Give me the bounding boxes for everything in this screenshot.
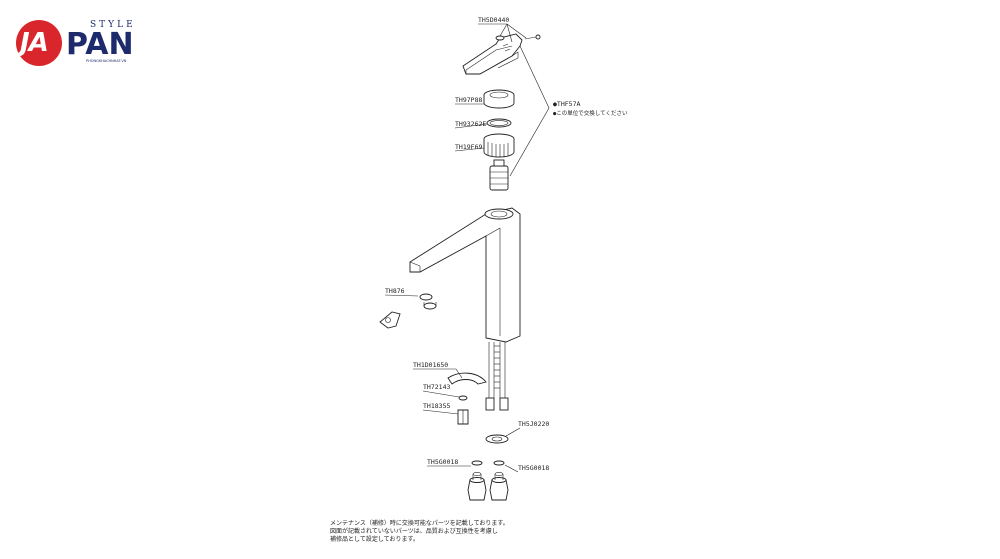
leader-lines: [384, 23, 550, 473]
label-th93262e: TH93262E: [455, 120, 486, 128]
label-th19f69: TH19F69: [455, 143, 482, 151]
fixing-plate-part: [485, 434, 509, 444]
o-ring-part: [486, 118, 512, 128]
footnote-line-2: 図面が記載されていないパーツは、品質および互換性を考慮し: [330, 527, 498, 535]
set-screw-part: [524, 34, 541, 40]
hose-washer-right-part: [493, 460, 505, 466]
hose-washer-left-part: [471, 460, 483, 466]
small-washer-part: [458, 395, 468, 401]
japan-style-logo: JA STYLE PAN PHONGKHACHNHAT.VN: [16, 20, 136, 66]
label-th72143: TH72143: [423, 383, 450, 391]
label-th876: TH876: [385, 287, 405, 295]
label-th5g0018-right: TH5G0018: [518, 464, 549, 472]
logo-url-text: PHONGKHACHNHAT.VN: [86, 59, 127, 63]
label-th5d0440: TH5D0440: [478, 16, 509, 24]
lock-nut-part: [457, 409, 469, 425]
label-th5g0018-left: TH5G0018: [427, 458, 458, 466]
horseshoe-bracket-part: [447, 372, 487, 385]
logo-style-text: STYLE: [90, 20, 136, 30]
label-th1d01650: TH1D01650: [413, 361, 448, 369]
label-th97p88: TH97P88: [455, 96, 482, 104]
logo-ja-text: JA: [20, 28, 49, 58]
label-th5j0220: TH5J0220: [518, 420, 549, 428]
faucet-body-part: [409, 207, 521, 343]
cap-nut-part: [483, 89, 515, 109]
aerator-key-part: [379, 311, 401, 329]
logo-pan-text: PAN: [66, 27, 134, 62]
lever-handle-part: [462, 33, 523, 75]
hose-fitting-right-part: [489, 472, 509, 501]
footnote-line-3: 補修品として設定しております。: [330, 535, 419, 543]
hose-fitting-left-part: [467, 472, 487, 501]
logo-red-circle: [16, 20, 62, 66]
footnote-line-1: メンテナンス（補修）時に交換可能なパーツを記載しております。: [330, 519, 509, 527]
cartridge-part: [489, 159, 509, 191]
label-thf57a: ●THF57A: [553, 100, 580, 108]
label-th18355: TH18355: [423, 402, 450, 410]
aerator-part: [419, 293, 437, 310]
handle-cap-part: [495, 35, 505, 41]
cartridge-nut-part: [483, 133, 515, 158]
mounting-rod-part: [485, 342, 509, 411]
label-thf57a-note: ●この単位で交換してください: [553, 109, 628, 117]
